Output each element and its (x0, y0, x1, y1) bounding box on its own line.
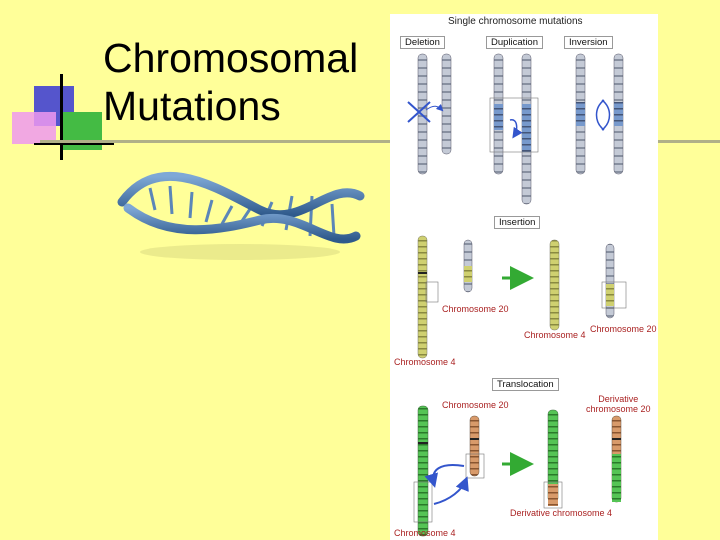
inversion-arrows-icon (595, 99, 611, 131)
decor-horizontal-line (34, 143, 114, 145)
chromosome-mutation-diagram: Single chromosome mutations Deletion Dup… (390, 14, 658, 540)
tab-deletion: Deletion (400, 36, 445, 49)
label-derivative-chr20: Derivative chromosome 20 (586, 394, 651, 414)
decor-square-pink (12, 112, 56, 144)
label-chr4-translocation: Chromosome 4 (394, 528, 456, 538)
slide-title: Chromosomal Mutations (103, 35, 359, 129)
chromosome (441, 53, 452, 155)
label-chr20-result-insertion: Chromosome 20 (590, 324, 657, 334)
translocation-header: Translocation (492, 378, 559, 391)
tab-duplication: Duplication (486, 36, 543, 49)
label-chr4-insertion: Chromosome 4 (394, 357, 456, 367)
diagram-artwork (407, 53, 627, 537)
insertion-header: Insertion (494, 216, 541, 229)
single-mutations-header: Single chromosome mutations (448, 16, 583, 27)
label-chr20-insertion: Chromosome 20 (442, 304, 509, 314)
decor-vertical-line (60, 74, 63, 160)
label-chr4-result-insertion: Chromosome 4 (524, 330, 586, 340)
tab-inversion: Inversion (564, 36, 613, 49)
deletion-cross-icon (407, 101, 431, 123)
label-derivative-chr4: Derivative chromosome 4 (510, 508, 613, 518)
title-underline (40, 140, 720, 143)
label-chr20-translocation: Chromosome 20 (442, 400, 509, 410)
